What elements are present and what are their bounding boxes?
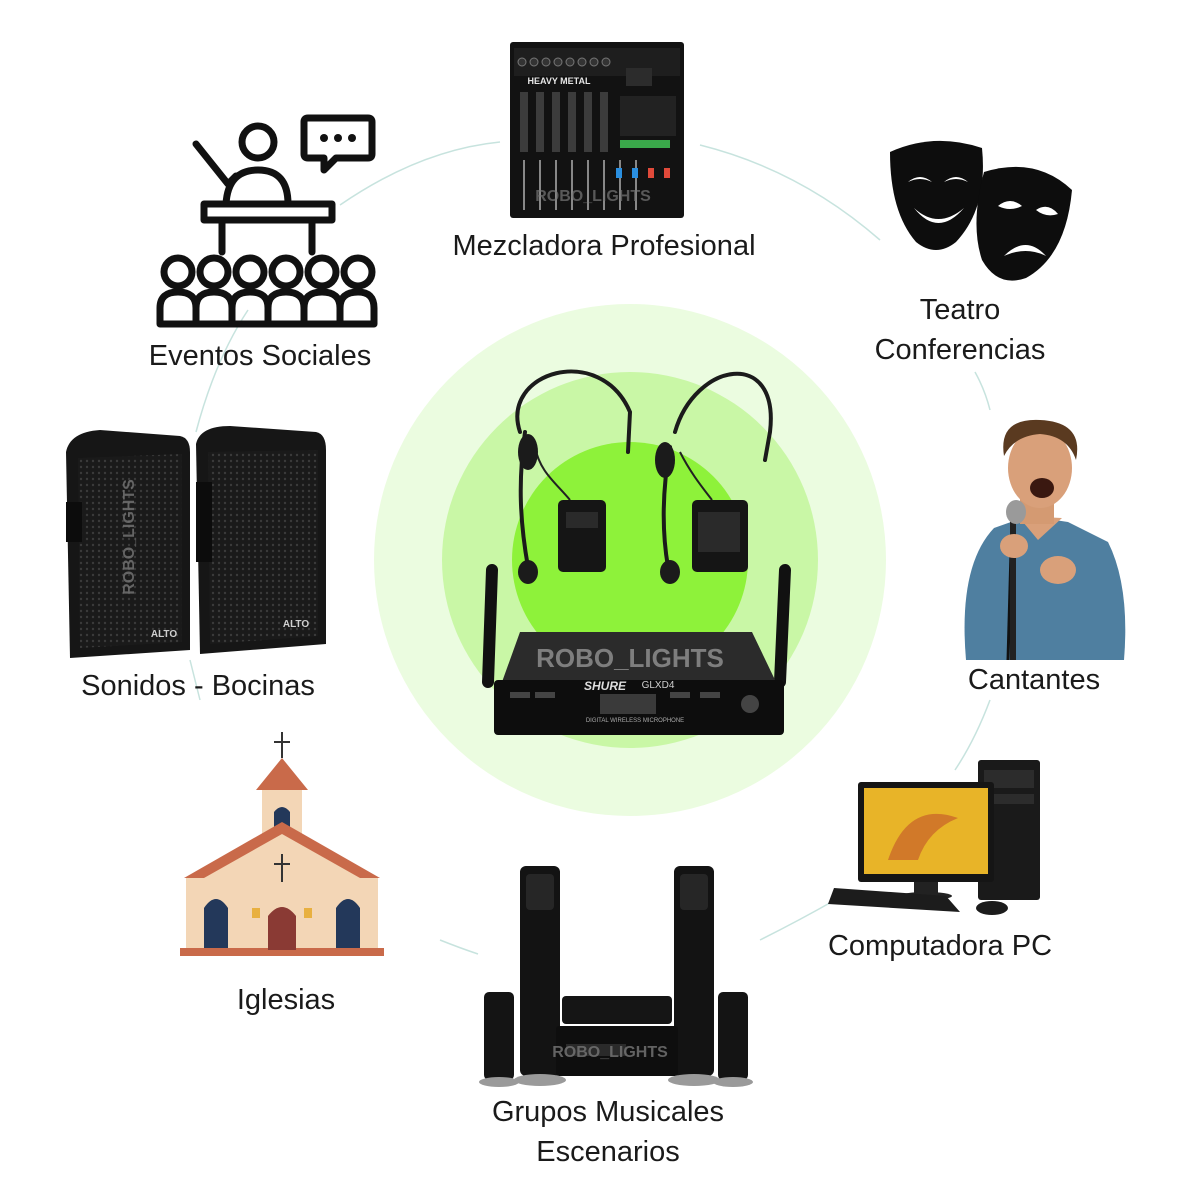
pc-keyboard [828,888,960,912]
audience-bodies [156,288,378,328]
arc-mixer-eventos [339,141,501,206]
teatro-label-line-2: Conferencias [874,334,1046,366]
singer-hand-left [1000,534,1028,558]
headset-left-mic-capsule [518,560,538,584]
pa-speakers-icon [66,426,326,658]
singer-face [1008,428,1072,508]
mic-stand [1010,516,1016,660]
arc-teatro-cantantes [974,371,991,411]
receiver-antenna-right [774,564,791,688]
speaker-podium-audience-icon [156,114,378,328]
church-door [268,907,296,950]
headset-right-cable [679,451,713,501]
center-watermark: ROBO_LIGHTS [536,643,724,673]
receiver-brand: SHURE [583,679,626,693]
headset-right-band [673,371,773,462]
singer-hair [1003,419,1078,460]
headset-left-ear-pad [518,434,538,470]
mask-tragedy [976,166,1072,281]
desktop-computer-icon [828,760,1040,915]
receiver-antenna-left [482,564,498,688]
bocinas-label: Sonidos - Bocinas [81,670,315,702]
mic-head [1006,500,1026,524]
speech-bubble [300,114,376,174]
cantantes-label: Cantantes [967,664,1101,696]
singer-shirt [964,516,1126,660]
headset-right-mic-capsule [660,560,680,584]
mixer-label: Mezcladora Profesional [452,230,756,262]
receiver-display [600,694,656,714]
receiver-model: GLXD4 [641,680,675,691]
teatro-label-line-1: Teatro [919,294,1001,326]
pc-mouse [976,901,1008,915]
audio-mixer-icon [510,42,684,218]
headset-right-ear-pad [655,442,675,478]
bocinas-watermark: ROBO_LIGHTS [121,479,138,595]
receiver-top [502,632,776,682]
tower-speaker-right [674,866,714,1076]
center-speaker [562,996,672,1024]
bocinas-brand-right: ALTO [282,619,310,630]
speaker-head [238,122,278,162]
teatro-label: Teatro Conferencias [840,290,1080,370]
bodypack-left [558,500,606,572]
singer-with-microphone-icon [964,419,1126,660]
singer-hand-right [1040,556,1076,584]
headset-left-cable [534,446,571,501]
bocinas-brand-left: ALTO [150,629,178,640]
satellite-speaker-left [484,992,514,1080]
grupos-label-line-2: Escenarios [536,1136,680,1168]
receiver-panel-text: DIGITAL WIRELESS MICROPHONE [585,718,685,724]
headset-left-band [515,369,633,454]
church-spire-roof [256,758,308,790]
mixer-watermark: ROBO_LIGHTS [535,188,651,205]
tower-speaker-left [520,866,560,1076]
pc-label: Computadora PC [827,930,1053,962]
grupos-watermark: ROBO_LIGHTS [552,1044,668,1061]
singer-mouth [1030,478,1054,498]
arc-grupos-pc [759,899,836,941]
grupos-label-line-1: Grupos Musicales [491,1096,725,1128]
church-icon [180,732,384,956]
wireless-headset-microphone-receiver-icon [482,369,791,735]
iglesias-label: Iglesias [236,984,336,1016]
theater-masks-icon [890,140,1072,281]
arc-iglesias-grupos [439,939,479,955]
arc-bocinas-iglesias [189,659,201,701]
podium-top [200,200,336,224]
speaker-body [222,166,292,208]
arc-mixer-teatro [699,144,881,241]
mixer-brand: HEAVY METAL [527,76,591,86]
grupos-label: Grupos Musicales Escenarios [458,1092,758,1172]
arc-cantantes-pc [954,699,991,771]
podium-stand [218,216,316,256]
home-theater-speakers-icon [479,866,753,1087]
eventos-label: Eventos Sociales [148,340,372,372]
satellite-speaker-right [718,992,748,1080]
mask-comedy [890,140,983,250]
speaker-arm [192,140,240,188]
